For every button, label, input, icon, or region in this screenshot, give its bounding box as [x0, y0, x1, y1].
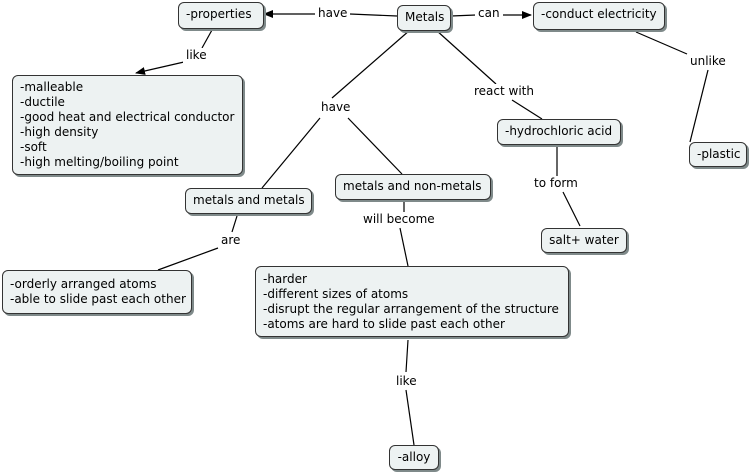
connector-react-acid [511, 99, 543, 120]
link-label-unlike: unlike [687, 54, 729, 69]
connector-toform-salt [562, 191, 581, 227]
node-metals-and-non-metals[interactable]: metals and non-metals [335, 174, 491, 200]
connector-are-traits [157, 247, 219, 271]
connector-unlike-plastic [689, 69, 709, 143]
properties-list-item: -ductile [20, 95, 65, 109]
connector-metals-have2 [331, 29, 411, 99]
node-salt-water[interactable]: salt+ water [541, 228, 627, 253]
link-label-are: are [218, 233, 244, 248]
link-label-will-become: will become [360, 212, 438, 227]
connector-have2-mnm [347, 117, 403, 175]
connector-conduct-unlike [635, 31, 688, 55]
connector-willbecome-traits [399, 227, 409, 267]
alloy-trait-item: -harder [263, 271, 307, 286]
link-label-like: like [183, 48, 210, 63]
link-label-have: have [318, 100, 354, 115]
node-conduct-electricity[interactable]: -conduct electricity [533, 2, 665, 30]
link-label-can: can [475, 6, 503, 21]
node-hydrochloric-acid[interactable]: -hydrochloric acid [497, 119, 621, 145]
metal-metal-trait-item: -orderly arranged atoms [10, 277, 157, 291]
node-properties[interactable]: -properties [178, 2, 264, 29]
node-properties-list[interactable]: -malleable -ductile -good heat and elect… [12, 75, 243, 175]
connector-have2-mm [261, 117, 321, 189]
node-alloy[interactable]: -alloy [389, 445, 439, 470]
link-label-have: have [315, 6, 351, 21]
connector-traits-like [405, 339, 409, 373]
link-label-react-with: react with [471, 84, 537, 99]
connector-metals-react [435, 29, 497, 85]
properties-list-item: -soft [20, 140, 47, 154]
connector-like-alloy [405, 389, 415, 446]
connector-metals-can [450, 14, 477, 17]
connector-metals-have [349, 13, 398, 17]
node-metal-metal-traits[interactable]: -orderly arranged atoms -able to slide p… [2, 270, 192, 314]
properties-list-item: -high density [20, 125, 99, 139]
connector-like-list [135, 61, 185, 75]
node-plastic[interactable]: -plastic [689, 142, 747, 167]
link-label-like: like [393, 374, 420, 389]
metal-metal-trait-item: -able to slide past each other [10, 292, 186, 306]
properties-list-item: -high melting/boiling point [20, 155, 179, 169]
alloy-trait-item: -different sizes of atoms [263, 286, 409, 301]
node-metals-and-metals[interactable]: metals and metals [185, 188, 312, 214]
properties-list-item: -good heat and electrical conductor [20, 110, 235, 124]
link-label-to-form: to form [531, 176, 581, 191]
properties-list-item: -malleable [20, 80, 84, 94]
node-alloy-traits[interactable]: -harder -different sizes of atoms -disru… [255, 266, 569, 337]
alloy-trait-item: -atoms are hard to slide past each other [263, 316, 505, 331]
connector-mm-are [231, 215, 238, 233]
alloy-trait-item: -disrupt the regular arrangement of the … [263, 301, 559, 316]
connector-properties-like [201, 29, 213, 49]
node-metals[interactable]: Metals [397, 5, 451, 31]
